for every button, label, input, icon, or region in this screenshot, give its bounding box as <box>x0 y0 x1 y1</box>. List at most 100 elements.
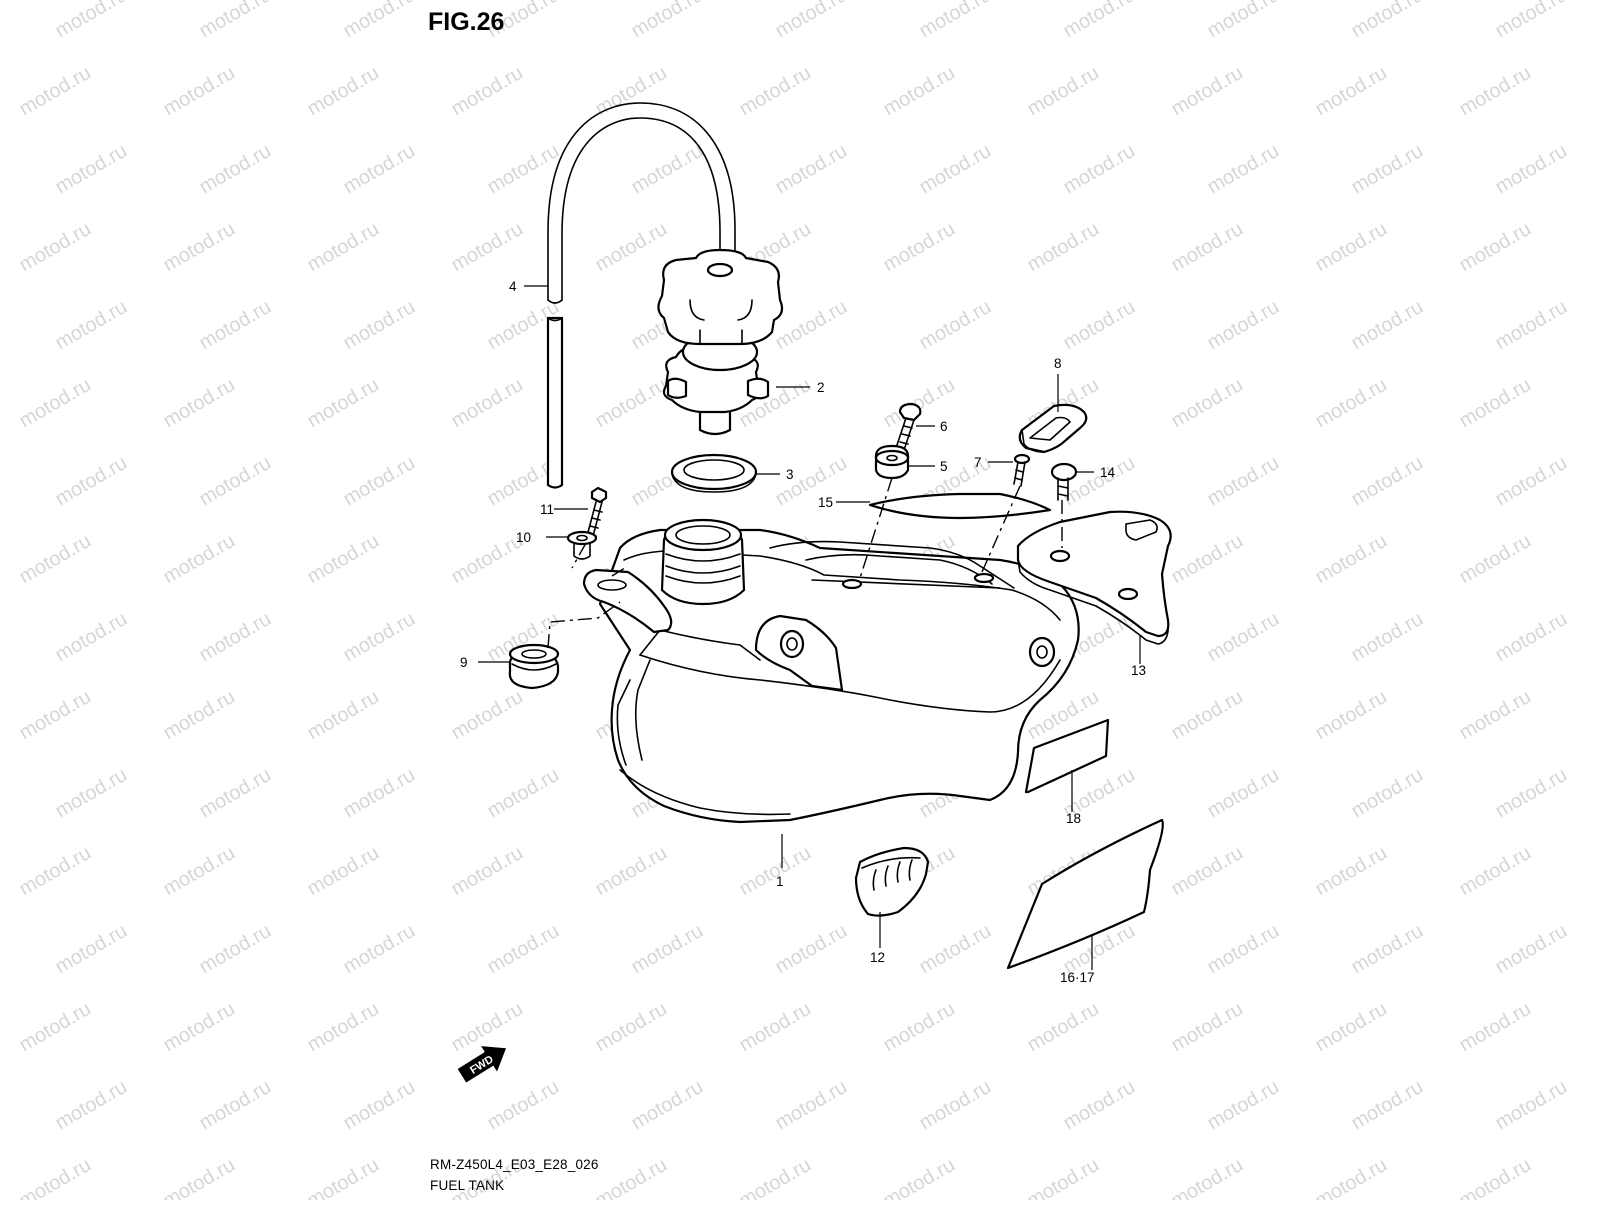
watermark-text: motod.ru <box>1168 842 1247 901</box>
watermark-text: motod.ru <box>1024 1154 1103 1200</box>
callout-5: 5 <box>940 459 948 474</box>
watermark-text: motod.ru <box>1168 686 1247 745</box>
part-9-grommet <box>510 645 558 688</box>
watermark-text: motod.ru <box>448 374 527 433</box>
callout-8: 8 <box>1054 356 1062 371</box>
watermark-text: motod.ru <box>1312 530 1391 589</box>
watermark-text: motod.ru <box>448 842 527 901</box>
part-12-cushion-pad <box>856 848 928 916</box>
watermark-text: motod.ru <box>628 1076 707 1135</box>
watermark-text: motod.ru <box>484 764 563 823</box>
callout-7: 7 <box>974 455 982 470</box>
watermark-text: motod.ru <box>16 842 95 901</box>
watermark-text: motod.ru <box>448 686 527 745</box>
watermark-text: motod.ru <box>1456 62 1535 121</box>
watermark-text: motod.ru <box>1492 1076 1571 1135</box>
watermark-text: motod.ru <box>1204 452 1283 511</box>
callout-10: 10 <box>516 530 531 545</box>
watermark-text: motod.ru <box>1168 530 1247 589</box>
watermark-text: motod.ru <box>160 218 239 277</box>
watermark-text: motod.ru <box>304 374 383 433</box>
watermark-text: motod.ru <box>448 218 527 277</box>
watermark-text: motod.ru <box>772 0 851 42</box>
watermark-text: motod.ru <box>304 686 383 745</box>
watermark-text: motod.ru <box>736 842 815 901</box>
watermark-text: motod.ru <box>1456 686 1535 745</box>
watermark-text: motod.ru <box>1348 608 1427 667</box>
watermark-text: motod.ru <box>1060 1076 1139 1135</box>
watermark-text: motod.ru <box>1168 1154 1247 1200</box>
watermark-text: motod.ru <box>52 0 131 42</box>
watermark-text: motod.ru <box>160 686 239 745</box>
watermark-text: motod.ru <box>52 608 131 667</box>
watermark-text: motod.ru <box>772 1076 851 1135</box>
watermark-text: motod.ru <box>196 296 275 355</box>
watermark-text: motod.ru <box>340 0 419 42</box>
watermark-text: motod.ru <box>1204 920 1283 979</box>
watermark-text: motod.ru <box>1456 374 1535 433</box>
watermark-text: motod.ru <box>1204 1076 1283 1135</box>
watermark-text: motod.ru <box>304 62 383 121</box>
watermark-text: motod.ru <box>592 218 671 277</box>
watermark-text: motod.ru <box>1348 452 1427 511</box>
watermark-text: motod.ru <box>1492 0 1571 42</box>
watermark-text: motod.ru <box>1060 452 1139 511</box>
watermark-text: motod.ru <box>1348 296 1427 355</box>
watermark-text: motod.ru <box>52 920 131 979</box>
watermark-text: motod.ru <box>628 140 707 199</box>
watermark-text: motod.ru <box>16 686 95 745</box>
watermark-text: motod.ru <box>1168 374 1247 433</box>
watermark-text: motod.ru <box>1204 764 1283 823</box>
watermark-text: motod.ru <box>1492 452 1571 511</box>
watermark-text: motod.ru <box>1348 1076 1427 1135</box>
part-1-fuel-tank <box>584 520 1079 822</box>
callout-11: 11 <box>540 502 554 517</box>
watermark-text: motod.ru <box>340 296 419 355</box>
watermark-text: motod.ru <box>196 0 275 42</box>
watermark-text: motod.ru <box>592 1154 671 1200</box>
watermark-text: motod.ru <box>160 530 239 589</box>
part-3-gasket <box>672 455 756 492</box>
watermark-text: motod.ru <box>880 1154 959 1200</box>
watermark-text: motod.ru <box>448 530 527 589</box>
watermark-text: motod.ru <box>1312 374 1391 433</box>
callout-1: 1 <box>776 874 784 889</box>
watermark-text: motod.ru <box>880 62 959 121</box>
watermark-text: motod.ru <box>916 296 995 355</box>
watermark-text: motod.ru <box>1312 842 1391 901</box>
callout-15: 15 <box>818 495 833 510</box>
watermark-text: motod.ru <box>196 140 275 199</box>
watermark-text: motod.ru <box>1204 140 1283 199</box>
watermark-text: motod.ru <box>52 140 131 199</box>
part-10-collar <box>568 532 596 559</box>
watermark-text: motod.ru <box>1348 0 1427 42</box>
callout-18: 18 <box>1066 811 1081 826</box>
watermark-text: motod.ru <box>484 1076 563 1135</box>
watermark-text: motod.ru <box>340 920 419 979</box>
watermark-text: motod.ru <box>1024 62 1103 121</box>
watermark-text: motod.ru <box>1168 998 1247 1057</box>
watermark-text: motod.ru <box>772 296 851 355</box>
watermark-text: motod.ru <box>1060 0 1139 42</box>
watermark-text: motod.ru <box>1456 842 1535 901</box>
watermark-text: motod.ru <box>16 530 95 589</box>
watermark-text: motod.ru <box>1060 140 1139 199</box>
part-7-screw <box>1014 455 1029 486</box>
watermark-text: motod.ru <box>916 920 995 979</box>
watermark-text: motod.ru <box>1168 62 1247 121</box>
part-5-cushion <box>876 446 908 478</box>
watermark-text: motod.ru <box>484 920 563 979</box>
watermark-text: motod.ru <box>592 998 671 1057</box>
callout-4: 4 <box>509 279 517 294</box>
watermark-text: motod.ru <box>52 1076 131 1135</box>
callout-16-17: 16·17 <box>1060 970 1095 985</box>
watermark-text: motod.ru <box>1312 62 1391 121</box>
watermark-text: motod.ru <box>1348 140 1427 199</box>
watermark-text: motod.ru <box>304 530 383 589</box>
watermark-text: motod.ru <box>304 842 383 901</box>
watermark-text: motod.ru <box>1456 1154 1535 1200</box>
watermark-text: motod.ru <box>304 1154 383 1200</box>
watermark-text: motod.ru <box>628 0 707 42</box>
callout-13: 13 <box>1131 663 1146 678</box>
watermark-text: motod.ru <box>1168 218 1247 277</box>
